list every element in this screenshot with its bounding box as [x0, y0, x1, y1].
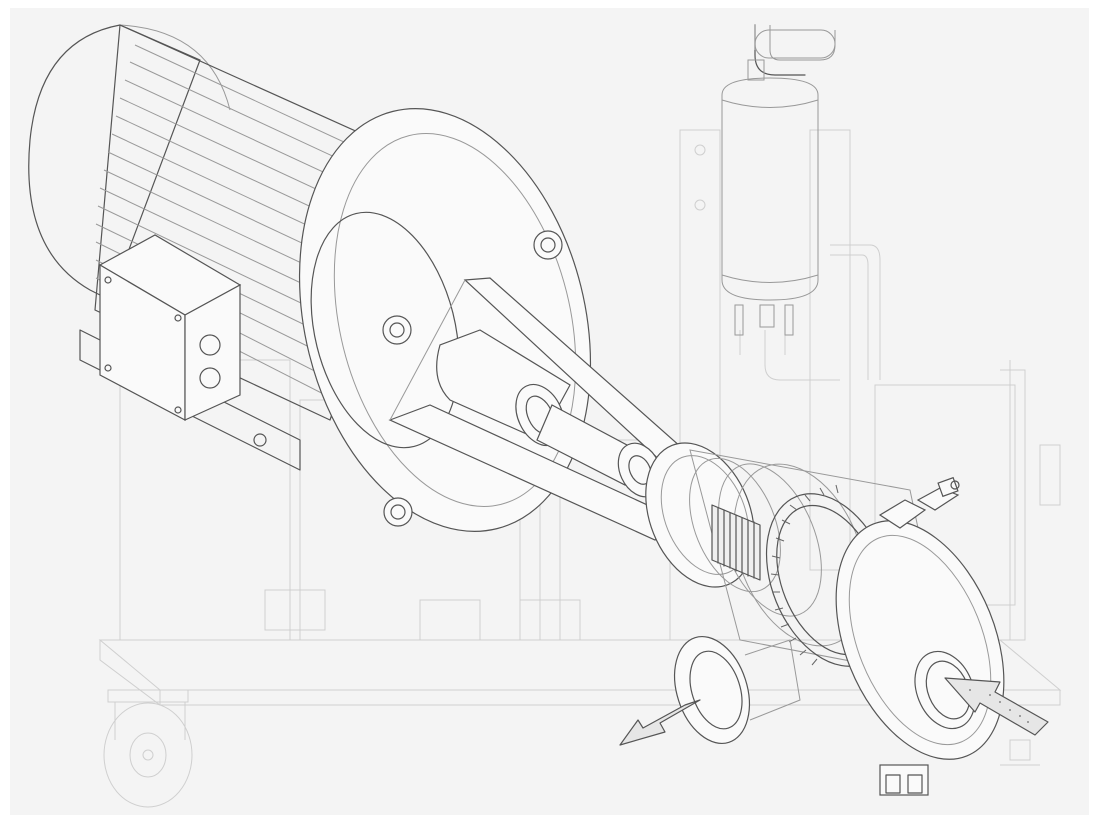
flange-bolts — [382, 230, 563, 527]
ghost-adjustable-feet — [1000, 739, 1040, 766]
outlet-arrow-icon — [619, 699, 701, 746]
front-cover — [835, 476, 1005, 796]
accumulator-tank — [721, 24, 836, 336]
terminal-box — [98, 234, 242, 421]
lantern-bracket — [388, 277, 692, 541]
ghost-caster-wheel — [103, 689, 193, 808]
inlet-arrow-icon — [944, 677, 1049, 736]
outlet-port — [674, 635, 801, 745]
